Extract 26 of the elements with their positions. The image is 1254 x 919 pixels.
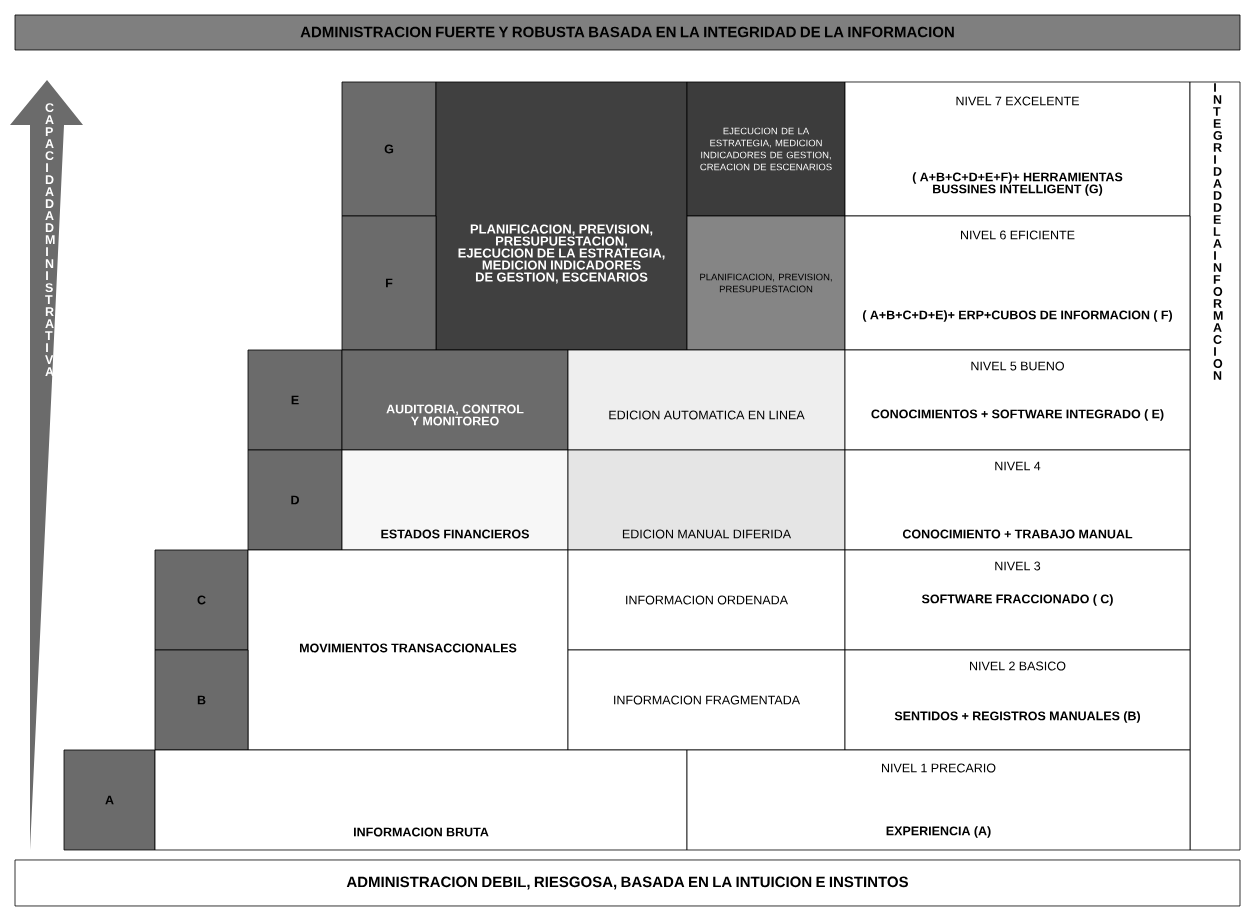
- letter-cell: E: [247, 349, 343, 451]
- letter-cell: F: [341, 215, 437, 351]
- level-cell: NIVEL 2 BASICO SENTIDOS + REGISTROS MANUALES (B): [844, 649, 1191, 751]
- letter-cell: G: [341, 81, 437, 217]
- content-cell: EDICION MANUAL DIFERIDA: [567, 449, 846, 551]
- content-cell: PLANIFICACION, PREVISION, PRESUPUESTACION, EJECUCION DE LA ESTRATEGIA, MEDICION INDICADORES DE GESTION, ESCENARIOS: [435, 81, 688, 351]
- level-cell: NIVEL 4 CONOCIMIENTO + TRABAJO MANUAL: [844, 449, 1191, 551]
- letter-cell: B: [154, 649, 249, 751]
- letter-cell: A: [63, 749, 156, 851]
- vertical-band: INTEGRIDAD DE LA INFORMACION: [1189, 81, 1241, 851]
- content-cell: EDICION AUTOMATICA EN LINEA: [567, 349, 846, 451]
- title-band: ADMINISTRACION FUERTE Y ROBUSTA BASADA EN LA INTEGRIDAD DE LA INFORMACION: [14, 14, 1241, 51]
- level-cell: NIVEL 1 PRECARIO EXPERIENCIA (A): [686, 749, 1191, 851]
- level-cell: NIVEL 7 EXCELENTE ( A+B+C+D+E+F)+ HERRAMIENTAS BUSSINES INTELLIGENT (G): [844, 81, 1191, 217]
- title-band: ADMINISTRACION DEBIL, RIESGOSA, BASADA EN LA INTUICION E INSTINTOS: [14, 859, 1241, 907]
- content-cell: EJECUCION DE LA ESTRATEGIA, MEDICION INDICADORES DE GESTION, CREACION DE ESCENARIOS: [686, 81, 846, 217]
- level-cell: NIVEL 6 EFICIENTE ( A+B+C+D+E)+ ERP+CUBOS DE INFORMACION ( F): [844, 215, 1191, 351]
- level-cell: NIVEL 3 SOFTWARE FRACCIONADO ( C): [844, 549, 1191, 651]
- content-cell: INFORMACION BRUTA: [154, 749, 688, 851]
- content-cell: INFORMACION ORDENADA: [567, 549, 846, 651]
- letter-cell: C: [154, 549, 249, 651]
- content-cell: INFORMACION FRAGMENTADA: [567, 649, 846, 751]
- content-cell: ESTADOS FINANCIEROS: [341, 449, 569, 551]
- level-cell: NIVEL 5 BUENO CONOCIMIENTOS + SOFTWARE INTEGRADO ( E): [844, 349, 1191, 451]
- letter-cell: D: [247, 449, 343, 551]
- content-cell: PLANIFICACION, PREVISION, PRESUPUESTACION: [686, 215, 846, 351]
